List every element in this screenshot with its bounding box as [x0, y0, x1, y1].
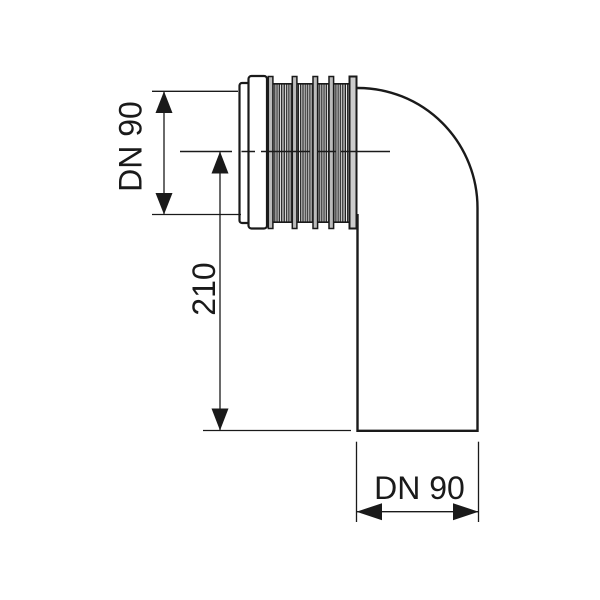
elbow-fill	[355, 88, 478, 431]
offset-height-label: 210	[186, 262, 222, 315]
arrow-up-icon	[211, 151, 229, 174]
arrow-up-icon	[155, 91, 173, 113]
dim-socket-diameter: DN 90	[113, 90, 241, 216]
dim-outlet-diameter: DN 90	[355, 441, 480, 522]
elbow-body	[355, 86, 479, 432]
arrow-left-icon	[356, 503, 382, 521]
arrow-down-icon	[155, 193, 173, 215]
socket-connector	[238, 74, 358, 230]
socket-diameter-label: DN 90	[113, 101, 149, 192]
dim-offset-height: 210	[186, 151, 351, 432]
elbow-outline	[355, 86, 479, 432]
arrow-down-icon	[211, 408, 229, 431]
outlet-diameter-label: DN 90	[374, 470, 465, 506]
socket-rib-zone	[267, 83, 355, 223]
arrow-right-icon	[453, 503, 479, 521]
socket-tall-ribs	[267, 75, 358, 230]
